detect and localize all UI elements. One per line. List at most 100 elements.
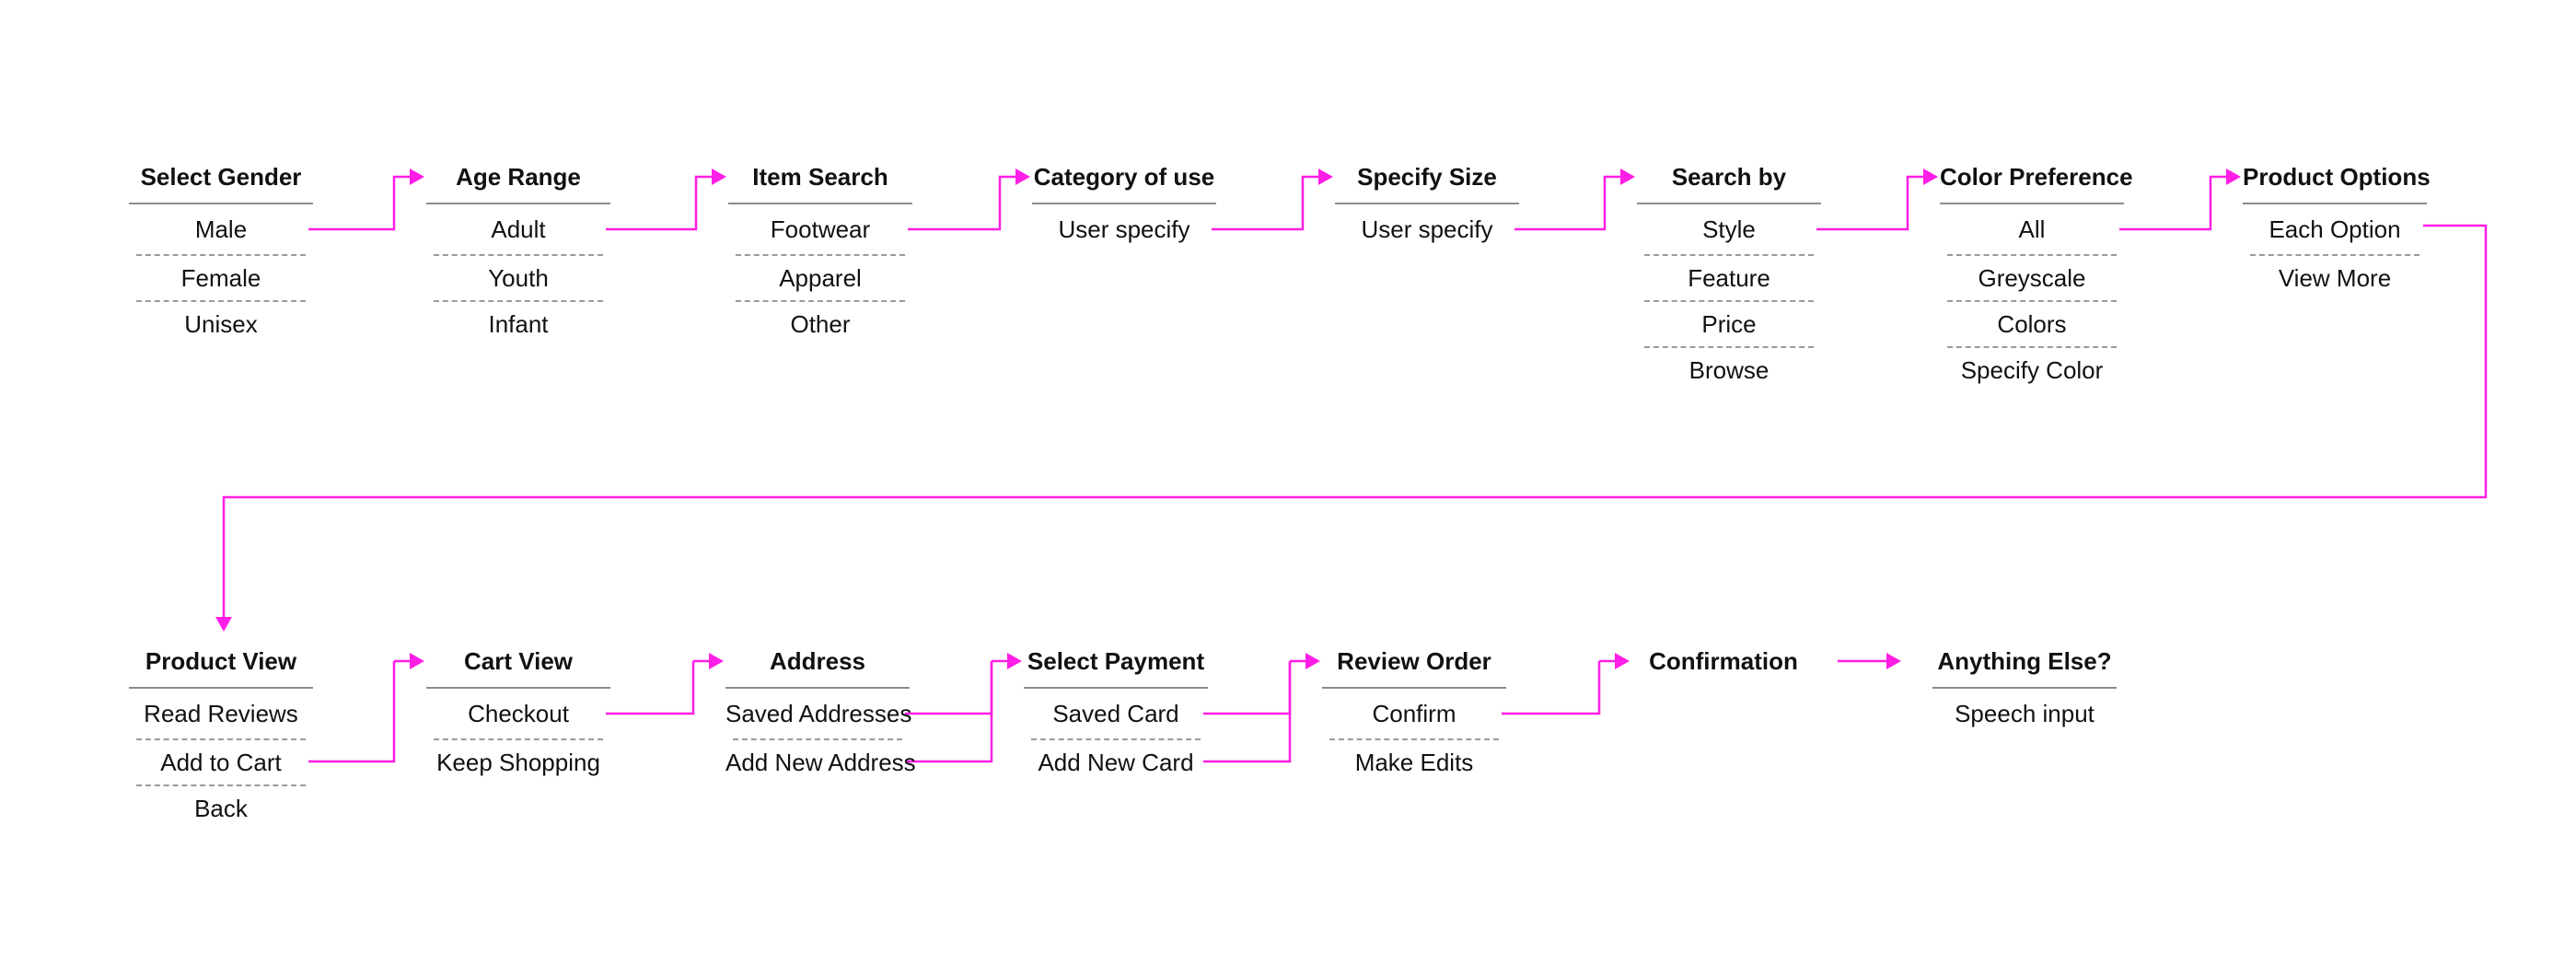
option-divider	[434, 254, 603, 256]
step-title: Cart View	[463, 647, 573, 675]
option-item[interactable]: Read Reviews	[144, 700, 298, 727]
option-item[interactable]: Add New Address	[725, 749, 916, 776]
title-divider	[1024, 687, 1208, 689]
option-item[interactable]: Back	[194, 795, 248, 822]
option-item[interactable]: Price	[1701, 310, 1757, 338]
option-item[interactable]: Make Edits	[1354, 749, 1474, 776]
option-item[interactable]: View More	[2278, 264, 2392, 292]
arrowhead	[1886, 653, 1901, 669]
step-title: Product View	[145, 647, 297, 675]
title-divider	[426, 203, 610, 204]
option-item[interactable]: Each Option	[2269, 215, 2401, 243]
option-divider	[1947, 346, 2117, 348]
connector	[1514, 175, 1622, 231]
title-divider	[1940, 203, 2124, 204]
arrowhead	[2226, 168, 2241, 185]
option-item[interactable]: User specify	[1361, 215, 1493, 243]
title-divider	[129, 203, 313, 204]
step-title: Search by	[1671, 163, 1787, 191]
arrowhead	[1615, 653, 1630, 669]
option-divider	[2250, 254, 2419, 256]
option-divider	[1031, 738, 1201, 740]
option-divider	[1644, 254, 1814, 256]
option-item[interactable]: Browse	[1688, 356, 1770, 384]
arrowhead	[410, 653, 424, 669]
option-item[interactable]: Male	[194, 215, 248, 243]
connector	[1212, 175, 1320, 231]
step-title: Age Range	[456, 163, 581, 191]
title-divider	[129, 687, 313, 689]
option-item[interactable]: Saved Addresses	[725, 700, 912, 727]
step-title: Specify Size	[1357, 163, 1497, 191]
arrowhead	[709, 653, 724, 669]
title-divider	[728, 203, 912, 204]
option-divider	[434, 738, 603, 740]
option-item[interactable]: Female	[180, 264, 261, 292]
arrowhead	[1620, 168, 1635, 185]
option-item[interactable]: Add to Cart	[160, 749, 282, 776]
option-divider	[736, 300, 905, 302]
option-item[interactable]: Adult	[491, 215, 546, 243]
option-divider	[733, 738, 902, 740]
step-anything-else: Anything Else? Speech input	[1932, 643, 2117, 738]
option-divider	[136, 254, 306, 256]
option-item[interactable]: Saved Card	[1052, 700, 1179, 727]
option-item[interactable]: Confirm	[1372, 700, 1456, 727]
option-item[interactable]: Other	[790, 310, 851, 338]
arrowhead	[1015, 168, 1030, 185]
connector	[1502, 661, 1601, 715]
arrowhead	[712, 168, 726, 185]
option-item[interactable]: Colors	[1997, 310, 2067, 338]
title-divider	[1032, 203, 1216, 204]
connector	[905, 661, 993, 763]
arrowhead	[1007, 653, 1022, 669]
arrowhead	[1305, 653, 1320, 669]
option-item[interactable]: Greyscale	[1978, 264, 2086, 292]
title-divider	[2243, 203, 2427, 204]
option-divider	[1329, 738, 1499, 740]
step-confirmation: Confirmation	[1631, 643, 1816, 680]
title-divider	[1637, 203, 1821, 204]
connector	[1203, 661, 1292, 715]
option-divider	[1644, 346, 1814, 348]
arrowhead	[1923, 168, 1938, 185]
option-item[interactable]: Infant	[488, 310, 549, 338]
option-item[interactable]: Keep Shopping	[436, 749, 600, 776]
option-item[interactable]: Apparel	[779, 264, 862, 292]
option-item[interactable]: Footwear	[770, 215, 871, 243]
option-item[interactable]: Style	[1702, 215, 1756, 243]
option-divider	[136, 738, 306, 740]
arrowhead	[1318, 168, 1333, 185]
option-item[interactable]: User specify	[1058, 215, 1190, 243]
option-item[interactable]: Youth	[488, 264, 549, 292]
step-title: Color Preference	[1940, 163, 2133, 191]
step-title: Product Options	[2243, 163, 2431, 191]
connector	[308, 661, 396, 763]
option-item[interactable]: Checkout	[468, 700, 569, 727]
connector	[1816, 175, 1925, 231]
option-divider	[434, 300, 603, 302]
arrowhead	[215, 617, 232, 632]
option-item[interactable]: Speech input	[1955, 700, 2094, 727]
option-item[interactable]: Add New Card	[1038, 749, 1194, 776]
option-item[interactable]: Unisex	[184, 310, 258, 338]
option-divider	[136, 784, 306, 786]
connector	[606, 175, 714, 231]
option-item[interactable]: All	[2018, 215, 2046, 243]
option-item[interactable]: Specify Color	[1960, 356, 2104, 384]
step-title: Anything Else?	[1937, 647, 2112, 675]
title-divider	[1335, 203, 1519, 204]
option-item[interactable]: Feature	[1688, 264, 1770, 292]
connector	[606, 661, 695, 715]
title-divider	[1932, 687, 2117, 689]
